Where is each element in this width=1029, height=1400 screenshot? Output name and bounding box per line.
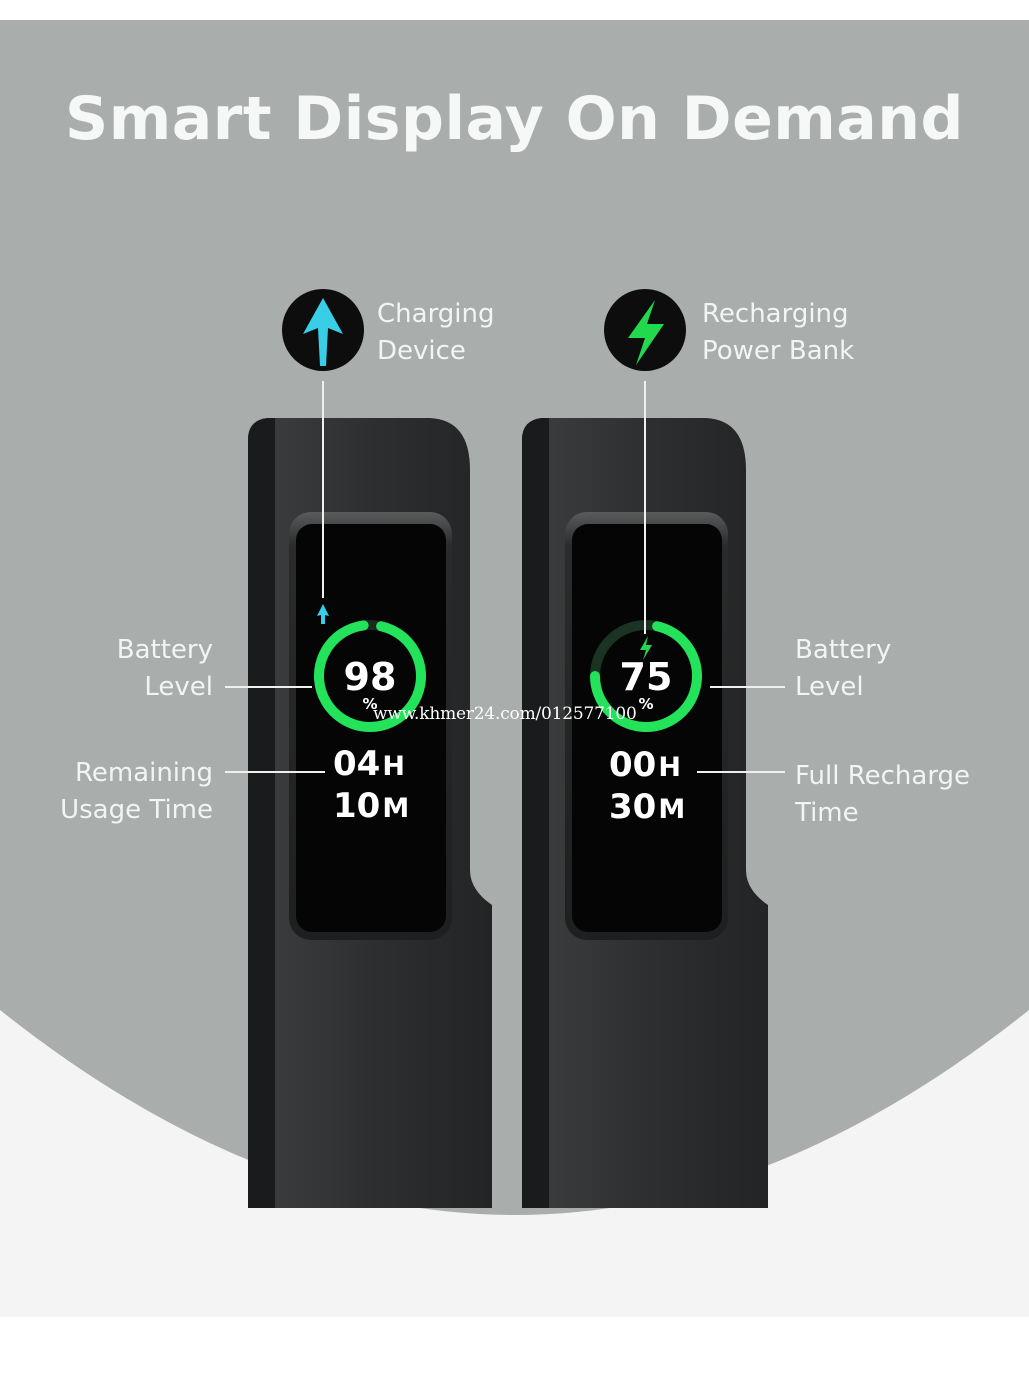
percent-sign-right: %: [638, 695, 653, 713]
up-arrow-icon: [303, 298, 343, 366]
callout-line: Level: [795, 672, 864, 702]
leader-lines: [225, 381, 785, 773]
minutes-value-right: 30M: [609, 787, 685, 827]
callout-line: Recharging: [702, 299, 849, 329]
charging-device-badge: [282, 289, 364, 371]
callout-line: Remaining: [74, 758, 213, 788]
callout-line: Battery: [116, 635, 213, 665]
battery-value-left: 98: [344, 655, 397, 699]
callout-line: Device: [377, 336, 466, 366]
device-edge-left: [248, 418, 275, 1208]
callout-recharging-power-bank: Recharging Power Bank: [702, 296, 854, 370]
callout-line: Full Recharge: [795, 761, 971, 791]
small-up-arrow-icon: [317, 604, 329, 624]
recharging-power-bank-badge: [604, 289, 686, 371]
callout-full-recharge-time: Full Recharge Time: [795, 758, 970, 832]
page-title: Smart Display On Demand: [65, 84, 964, 154]
hours-value-right: 00H: [609, 745, 681, 785]
callout-line: Battery: [795, 635, 892, 665]
callout-line: Level: [144, 672, 213, 702]
percent-sign-left: %: [362, 695, 377, 713]
callout-line: Charging: [377, 299, 495, 329]
callout-line: Usage Time: [60, 795, 213, 825]
hours-value-left: 04H: [333, 744, 405, 784]
callout-line: Power Bank: [702, 336, 855, 366]
battery-value-right: 75: [620, 655, 673, 699]
callout-battery-level-left: Battery Level: [117, 632, 213, 706]
watermark-text: www.khmer24.com/012577100: [373, 704, 637, 724]
power-bank-right: 75 % 00H 30M: [522, 418, 768, 1208]
minutes-value-left: 10M: [333, 786, 409, 826]
callout-battery-level-right: Battery Level: [795, 632, 891, 706]
device-edge-right: [522, 418, 549, 1208]
callout-line: Time: [795, 798, 859, 828]
callout-remaining-usage-time: Remaining Usage Time: [60, 755, 213, 829]
gray-backdrop: [0, 20, 1029, 1215]
callout-charging-device: Charging Device: [377, 296, 495, 370]
lightning-bolt-icon: [628, 300, 664, 365]
battery-ring-left: [314, 620, 426, 732]
small-lightning-bolt-icon: [640, 636, 652, 660]
battery-ring-right: [590, 621, 702, 732]
power-bank-left: 98 % 04H 10M: [248, 418, 492, 1208]
